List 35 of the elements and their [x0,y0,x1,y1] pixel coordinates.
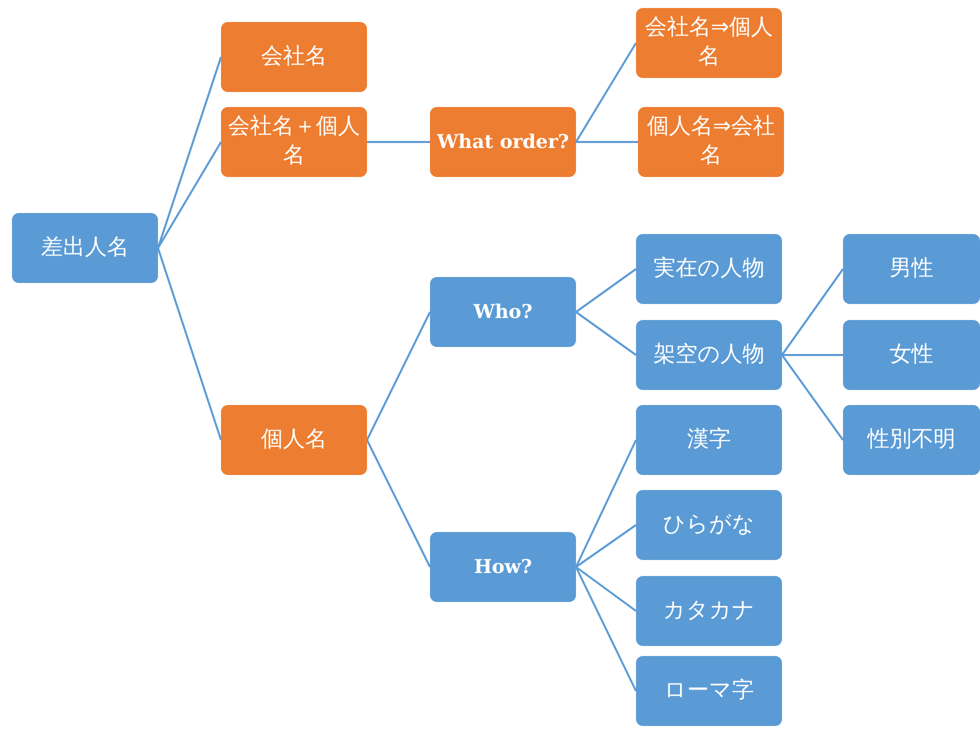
connector-line [366,440,431,568]
connector-line [575,566,637,612]
connector-line [157,248,222,440]
connector-line [575,440,637,568]
connector-line [781,268,844,356]
category-box: What order? [430,107,576,177]
connector-line [575,524,637,568]
category-box: 個人名⇒会社名 [638,107,784,177]
category-box: 差出人名 [12,213,158,283]
category-box: 会社名 [221,22,367,92]
connector-line [575,42,637,143]
category-box: 架空の人物 [636,320,782,390]
category-box: カタカナ [636,576,782,646]
connector-line [575,311,637,356]
connector-line [157,56,222,248]
category-box: How? [430,532,576,602]
category-box: 会社名＋個人名 [221,107,367,177]
connector-line [366,312,431,440]
category-box: 実在の人物 [636,234,782,304]
category-box: 漢字 [636,405,782,475]
connector-line [157,141,222,249]
category-box: Who? [430,277,576,347]
category-box: 性別不明 [843,405,980,475]
category-box: 個人名 [221,405,367,475]
connector-line [575,268,637,313]
connector-line [575,566,637,692]
connector-line [576,141,638,143]
category-box: 女性 [843,320,980,390]
connector-line [367,141,430,143]
category-box: ひらがな [636,490,782,560]
category-box: 男性 [843,234,980,304]
connector-line [781,354,844,441]
category-box: ローマ字 [636,656,782,726]
category-box: 会社名⇒個人名 [636,8,782,78]
connector-line [782,354,843,356]
